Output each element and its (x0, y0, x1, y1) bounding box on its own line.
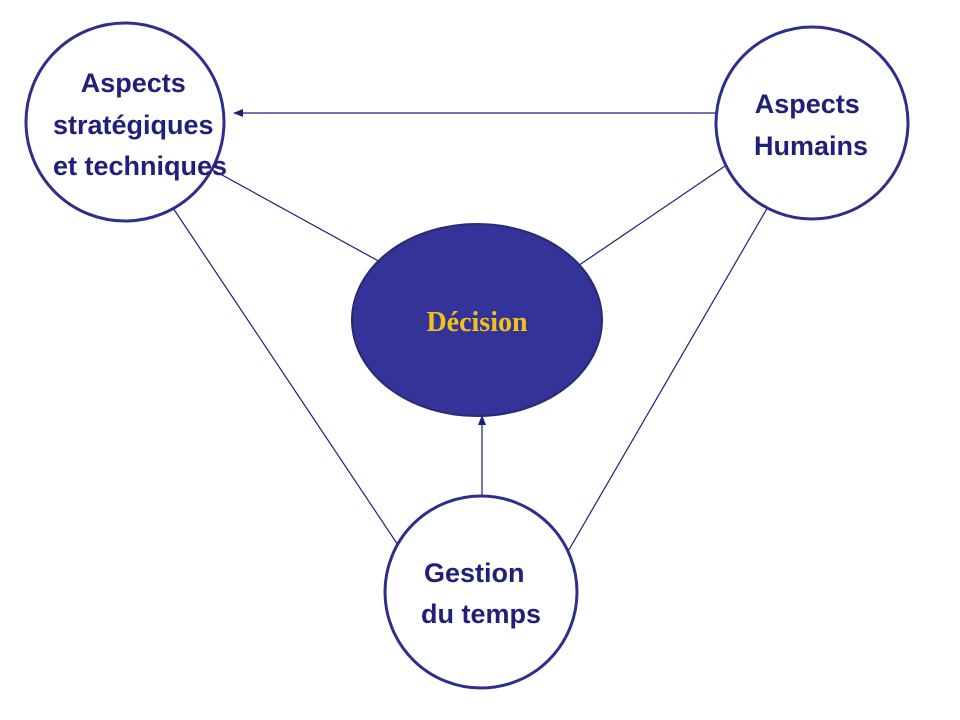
human-label-line-1: Aspects (755, 89, 860, 119)
decision-label: Décision (426, 307, 528, 338)
decision-node (351, 223, 603, 417)
connector-strategic-decision (212, 169, 403, 275)
time-label-line-1: Gestion (424, 558, 525, 588)
connector-human-decision (568, 163, 729, 273)
connector-strategic-time (164, 195, 411, 564)
time-node (383, 494, 579, 690)
strategic-label: Aspects stratégiques et techniques (53, 68, 227, 181)
time-label-line-2: du temps (421, 599, 541, 629)
strategic-label-line-2: stratégiques (53, 110, 214, 140)
connector-human-time (562, 192, 777, 561)
human-node (714, 25, 910, 221)
strategic-label-line-3: et techniques (53, 151, 227, 181)
time-label: Gestion du temps (421, 558, 541, 629)
strategic-label-line-1: Aspects (81, 68, 186, 98)
human-label-line-2: Humains (754, 131, 868, 161)
strategic-node (24, 21, 226, 223)
human-label: Aspects Humains (754, 89, 868, 161)
